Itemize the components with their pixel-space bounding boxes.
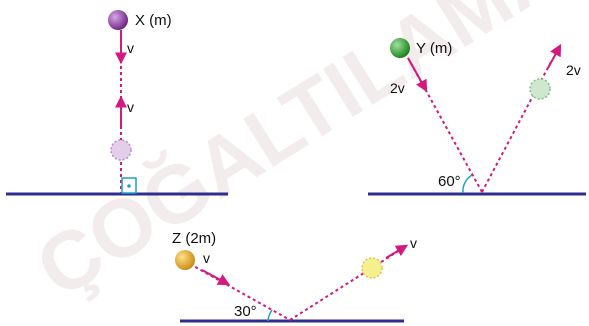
z-outgoing-velocity: v: [410, 235, 417, 251]
arrow-z-out: [385, 244, 409, 259]
right-angle-dot: [127, 184, 131, 188]
path-y-out: [481, 59, 553, 193]
panel-y: Y (m) 2v 2v 60°: [368, 38, 586, 196]
ball-z-label: Z (2m): [172, 230, 216, 247]
y-angle-label: 60°: [438, 173, 461, 190]
x-up-velocity: v: [127, 99, 134, 115]
ghost-ball-y: [529, 78, 551, 100]
x-down-velocity: v: [127, 40, 134, 56]
ball-x: [108, 10, 128, 30]
ghost-ball-z: [361, 257, 383, 279]
arrow-z-in: [201, 269, 231, 286]
ball-y-label: Y (m): [416, 40, 452, 57]
ball-x-label: X (m): [135, 12, 172, 29]
angle-arc-y: [462, 174, 473, 194]
ghost-ball-x: [110, 139, 132, 161]
panel-z: Z (2m) v v 30°: [172, 230, 417, 323]
right-angle-mark: [121, 177, 137, 194]
arrow-y-in: [407, 57, 428, 93]
path-z-out: [289, 249, 401, 321]
watermark: ÇOĞALTILAMAZ: [21, 0, 589, 315]
z-incoming-velocity: v: [203, 250, 210, 266]
panel-x: X (m) v v: [6, 10, 228, 196]
ball-y: [390, 38, 410, 58]
y-incoming-velocity: 2v: [390, 80, 405, 96]
y-outgoing-velocity: 2v: [566, 62, 581, 78]
ball-z: [175, 250, 195, 270]
angle-arc-z: [267, 309, 273, 322]
arrow-y-out: [547, 43, 562, 69]
z-angle-label: 30°: [234, 303, 257, 320]
